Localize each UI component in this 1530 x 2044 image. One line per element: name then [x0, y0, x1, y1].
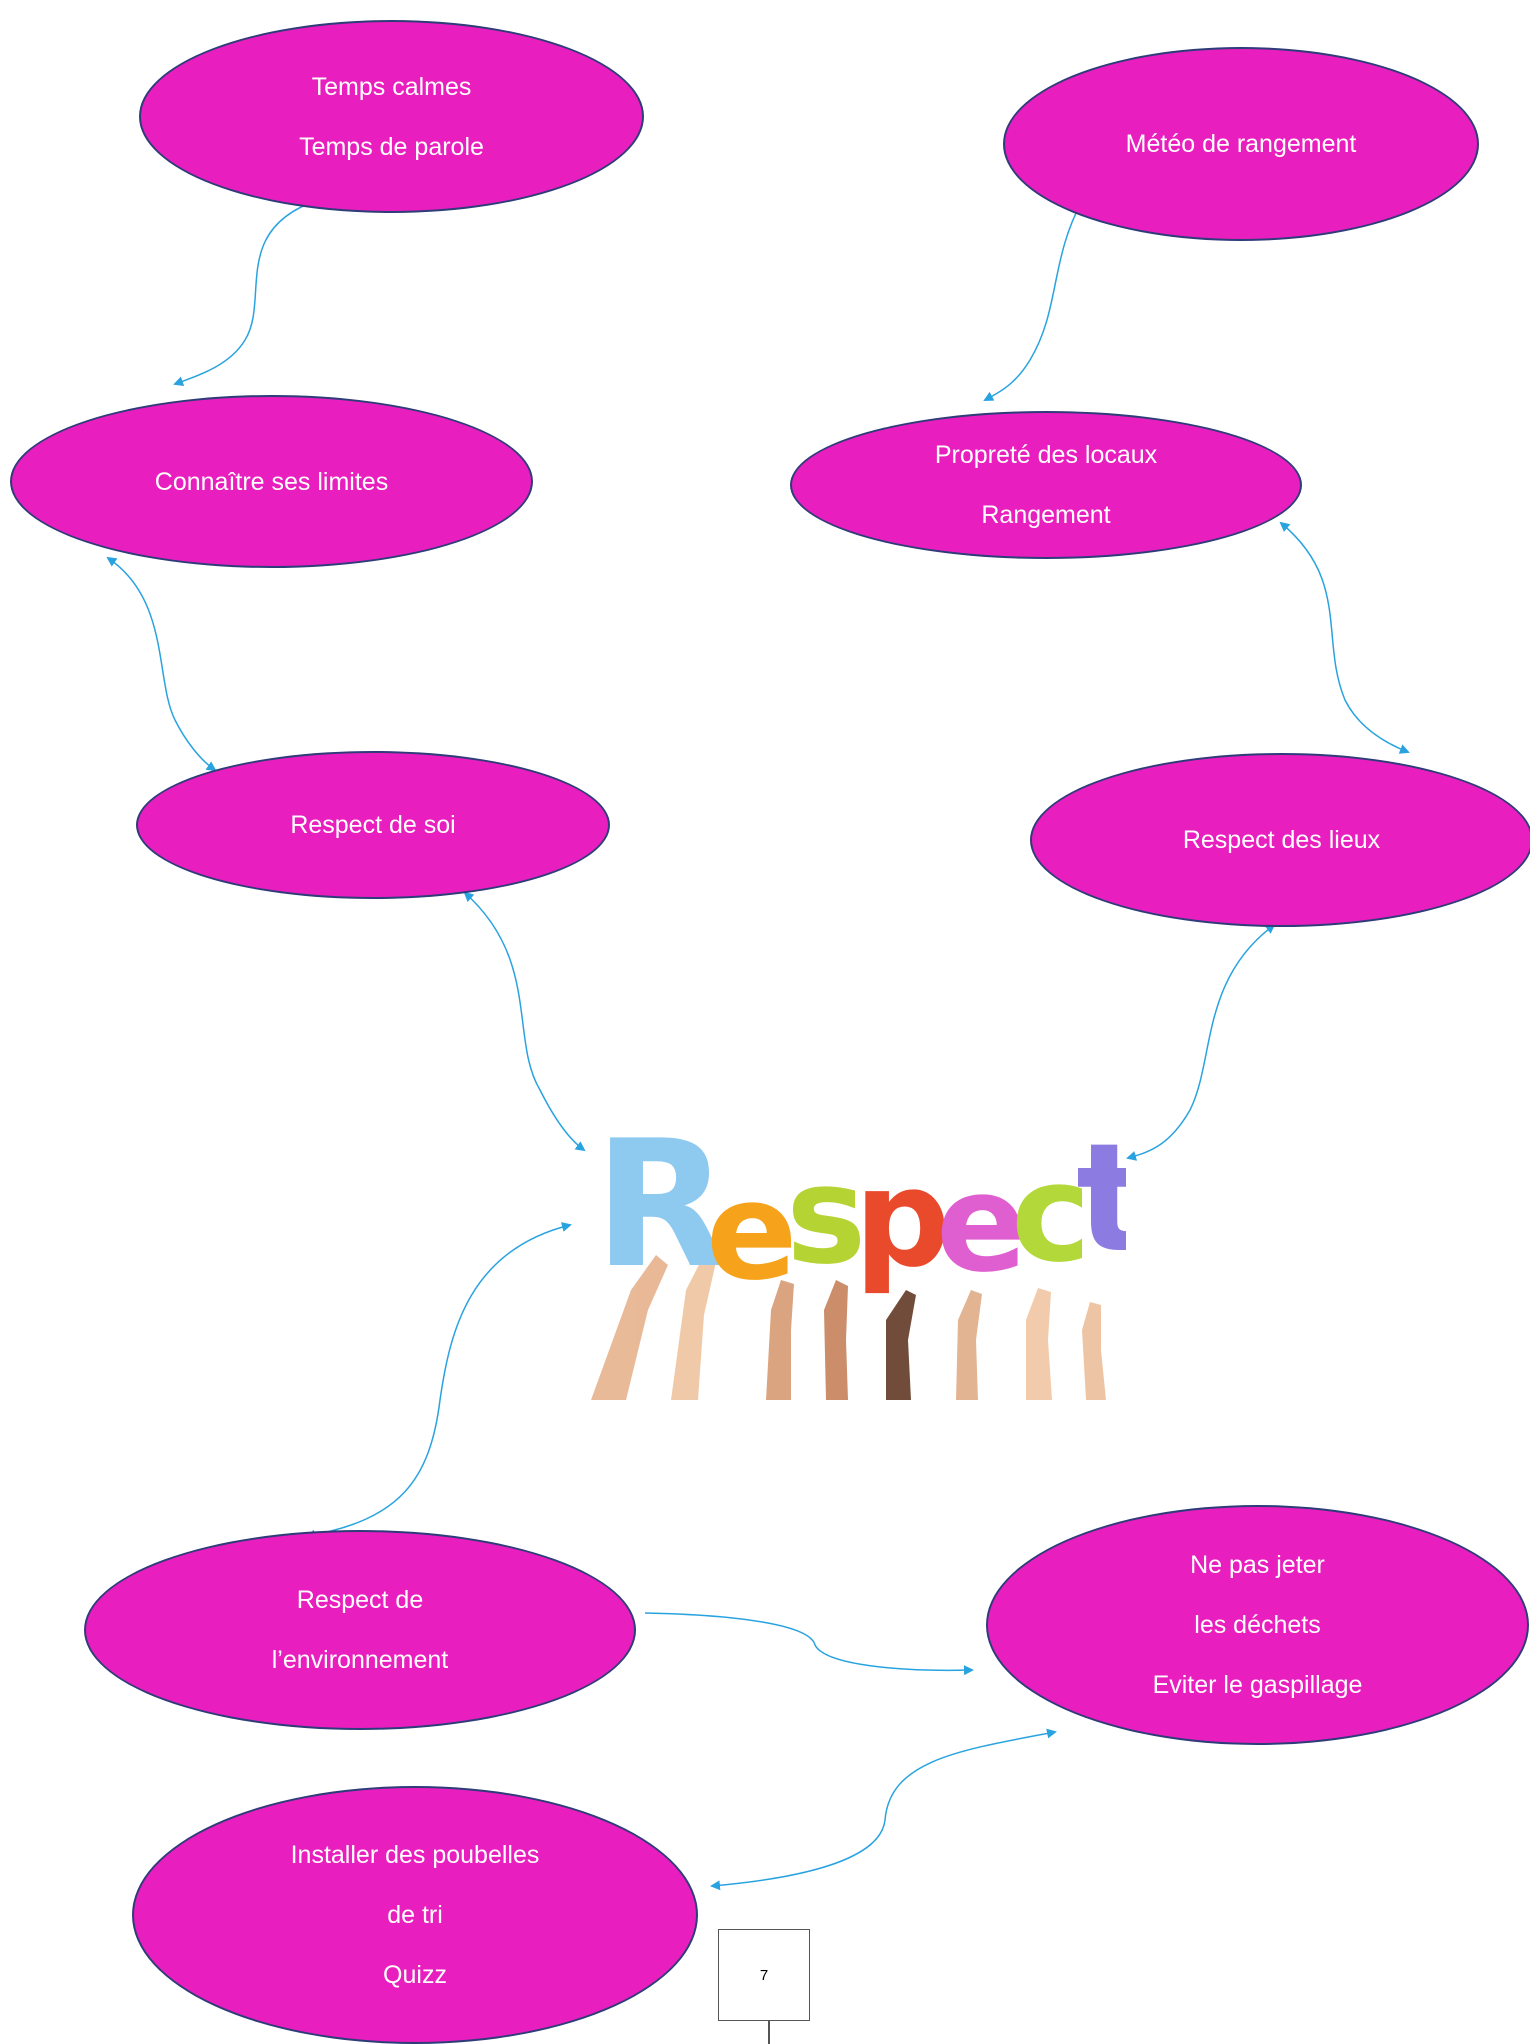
node-label-line: Connaître ses limites [154, 467, 389, 496]
node-connaitre-limites: Connaître ses limites [10, 395, 533, 568]
node-label-line: Respect de soi [290, 811, 456, 839]
respect-letter-p: p [854, 1140, 951, 1297]
connector-center-environnement [305, 1222, 572, 1540]
node-label-line: Respect des lieux [1182, 826, 1381, 854]
node-respect-environnement: Respect de l’environnement [84, 1530, 636, 1730]
node-label-line: Météo de rangement [1125, 130, 1357, 158]
node-label-line: Propreté des locaux [934, 441, 1158, 469]
node-label-line: l’environnement [271, 1646, 449, 1674]
node-meteo-rangement: Météo de rangement [1003, 47, 1479, 241]
respect-letter-e: e [706, 1153, 798, 1310]
node-label-line: Ne pas jeter [1190, 1551, 1325, 1579]
page-number-tick [768, 2021, 770, 2044]
respect-letter-e2: e [936, 1145, 1028, 1302]
node-poubelles-tri: Installer des poubelles de tri Quizz [132, 1786, 698, 2044]
node-label-line: Quizz [383, 1961, 447, 1989]
respect-letter-s: s [786, 1137, 866, 1294]
respect-hands-image: R e s p e c t [591, 1104, 1126, 1400]
respect-letter-c: c [1011, 1135, 1091, 1292]
node-label-line: de tri [387, 1901, 443, 1929]
node-respect-lieux: Respect des lieux [1030, 753, 1530, 927]
connector-respect-lieux-center [1126, 923, 1276, 1161]
respect-letter-t: t [1076, 1112, 1126, 1286]
node-label-line: Eviter le gaspillage [1152, 1671, 1363, 1699]
connector-meteo-proprete [983, 199, 1083, 401]
page-number: 7 [759, 1966, 769, 1984]
node-label-line: Respect de [296, 1586, 424, 1614]
page-number-box: 7 [718, 1929, 810, 2021]
raised-arms [591, 1255, 1106, 1400]
connector-proprete-respect-lieux [1279, 521, 1410, 754]
connector-dechets-poubelles [710, 1728, 1057, 1891]
node-label-line: Installer des poubelles [290, 1841, 540, 1869]
connector-respect-soi-center [463, 891, 586, 1152]
node-label-line: Rangement [981, 501, 1111, 529]
connector-temps-calmes-limites [173, 197, 320, 386]
node-temps-calmes: Temps calmes Temps de parole [139, 20, 644, 213]
node-dechets-gaspillage: Ne pas jeter les déchets Eviter le gaspi… [986, 1505, 1529, 1745]
node-label-line: Temps de parole [299, 132, 484, 161]
node-label-line: les déchets [1194, 1611, 1321, 1639]
respect-letter-r: R [594, 1104, 729, 1307]
node-respect-soi: Respect de soi [136, 751, 610, 899]
node-label-line: Temps calmes [311, 72, 472, 101]
connector-limites-respect-soi [106, 556, 217, 772]
node-proprete-locaux: Propreté des locaux Rangement [790, 411, 1302, 559]
connector-environnement-dechets [644, 1612, 974, 1676]
